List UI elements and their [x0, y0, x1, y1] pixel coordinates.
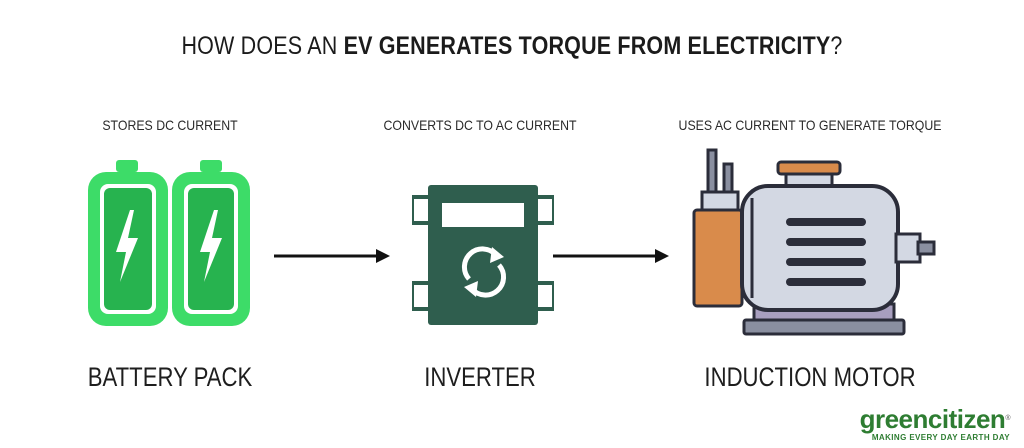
- battery-pack-icon: [88, 160, 250, 326]
- brand-name: greencitizen®: [830, 404, 1011, 434]
- title-suffix: ?: [830, 32, 843, 60]
- diagram-title: HOW DOES AN EV GENERATES TORQUE FROM ELE…: [72, 32, 953, 61]
- battery-label: BATTERY PACK: [87, 362, 253, 392]
- motor-label: INDUCTION MOTOR: [704, 362, 916, 392]
- brand-logo: greencitizen® MAKING EVERY DAY EARTH DAY: [830, 404, 1011, 442]
- brand-tagline: MAKING EVERY DAY EARTH DAY: [871, 433, 1010, 442]
- induction-motor-icon: [692, 148, 936, 336]
- brand-name-part1: green: [859, 404, 929, 434]
- inverter-caption: CONVERTS DC TO AC CURRENT: [383, 117, 577, 133]
- inverter-icon: [412, 185, 554, 325]
- brand-registered-mark: ®: [1005, 415, 1010, 422]
- brand-name-part2: citizen: [927, 404, 1006, 434]
- flow-arrow-1: [274, 249, 390, 263]
- title-bold: EV GENERATES TORQUE FROM ELECTRICITY: [343, 32, 831, 60]
- battery-caption: STORES DC CURRENT: [102, 117, 238, 133]
- motor-caption: USES AC CURRENT TO GENERATE TORQUE: [678, 117, 942, 133]
- title-prefix: HOW DOES AN: [181, 32, 344, 60]
- inverter-label: INVERTER: [424, 362, 536, 392]
- flow-arrow-2: [553, 249, 669, 263]
